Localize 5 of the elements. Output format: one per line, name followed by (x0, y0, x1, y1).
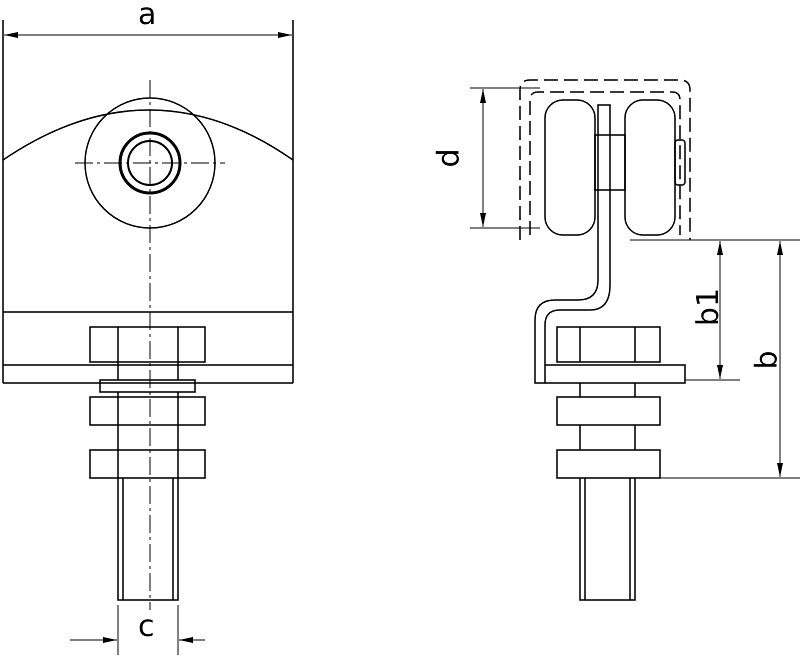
dimension-label: b (752, 350, 783, 370)
dimension-label: d (434, 148, 465, 168)
dimension-label: c (138, 612, 154, 642)
dimension-label: a (138, 0, 156, 30)
dimension-label: b1 (694, 288, 724, 326)
